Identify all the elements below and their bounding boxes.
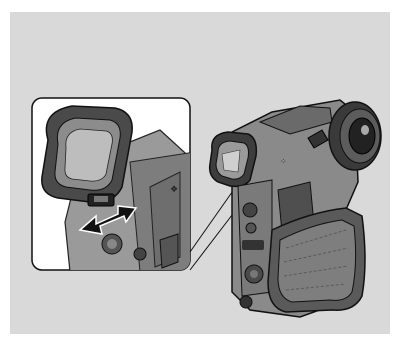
svg-text:❖: ❖ xyxy=(170,184,178,194)
camcorder-illustration: ❖ xyxy=(10,12,390,334)
eyecup xyxy=(42,106,132,202)
inset-closeup: ❖ xyxy=(32,98,195,272)
camcorder: ⁘ xyxy=(210,100,381,317)
lens xyxy=(329,102,381,170)
illustration-panel: ❖ xyxy=(10,12,390,334)
viewfinder xyxy=(210,132,257,186)
svg-text:⁘: ⁘ xyxy=(280,157,287,166)
